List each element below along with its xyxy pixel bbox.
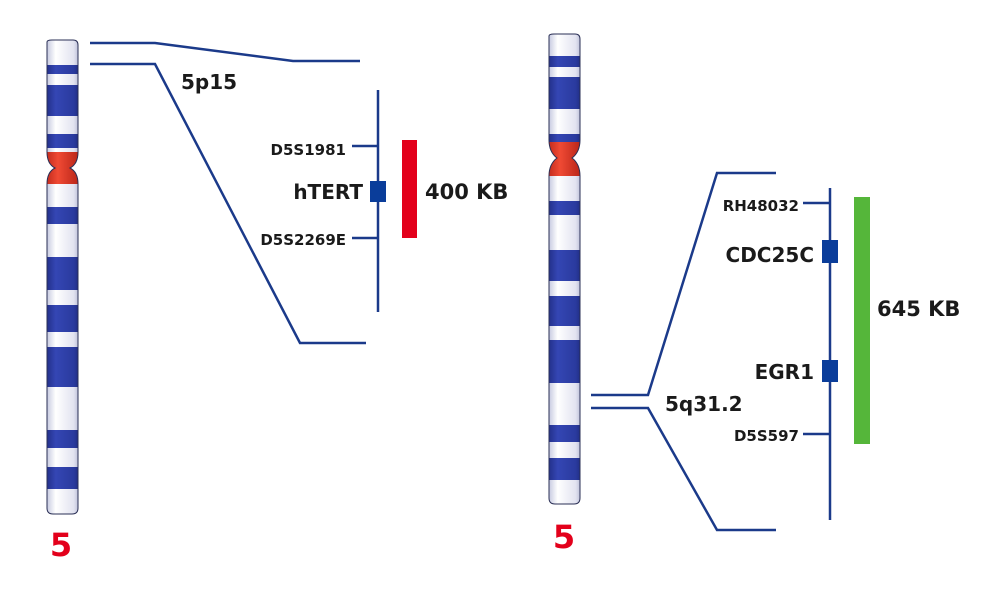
right-gene-label-1: CDC25C [726, 243, 814, 267]
right-size-bar [854, 197, 870, 444]
left-marker-1: D5S1981 [271, 141, 346, 159]
left-chromosome-number: 5 [50, 526, 72, 564]
EGR1-marker-box [822, 360, 838, 382]
right-size-label: 645 KB [877, 297, 960, 321]
left-gene-label: hTERT [293, 180, 363, 204]
right-marker-2: D5S597 [734, 427, 799, 445]
right-gene-label-2: EGR1 [755, 360, 814, 384]
right-marker-1: RH48032 [723, 197, 799, 215]
CDC25C-marker-box [822, 240, 838, 263]
left-size-label: 400 KB [425, 180, 508, 204]
left-region-label: 5p15 [181, 70, 237, 94]
right-map [803, 188, 870, 520]
left-marker-2: D5S2269E [260, 231, 346, 249]
left-size-bar [402, 140, 417, 238]
hTERT-marker-box [370, 181, 386, 202]
right-zoom-lines [591, 173, 776, 530]
right-chromosome-number: 5 [553, 518, 575, 556]
right-chromosome [542, 30, 587, 510]
right-region-label: 5q31.2 [665, 392, 743, 416]
left-chromosome [40, 36, 85, 520]
